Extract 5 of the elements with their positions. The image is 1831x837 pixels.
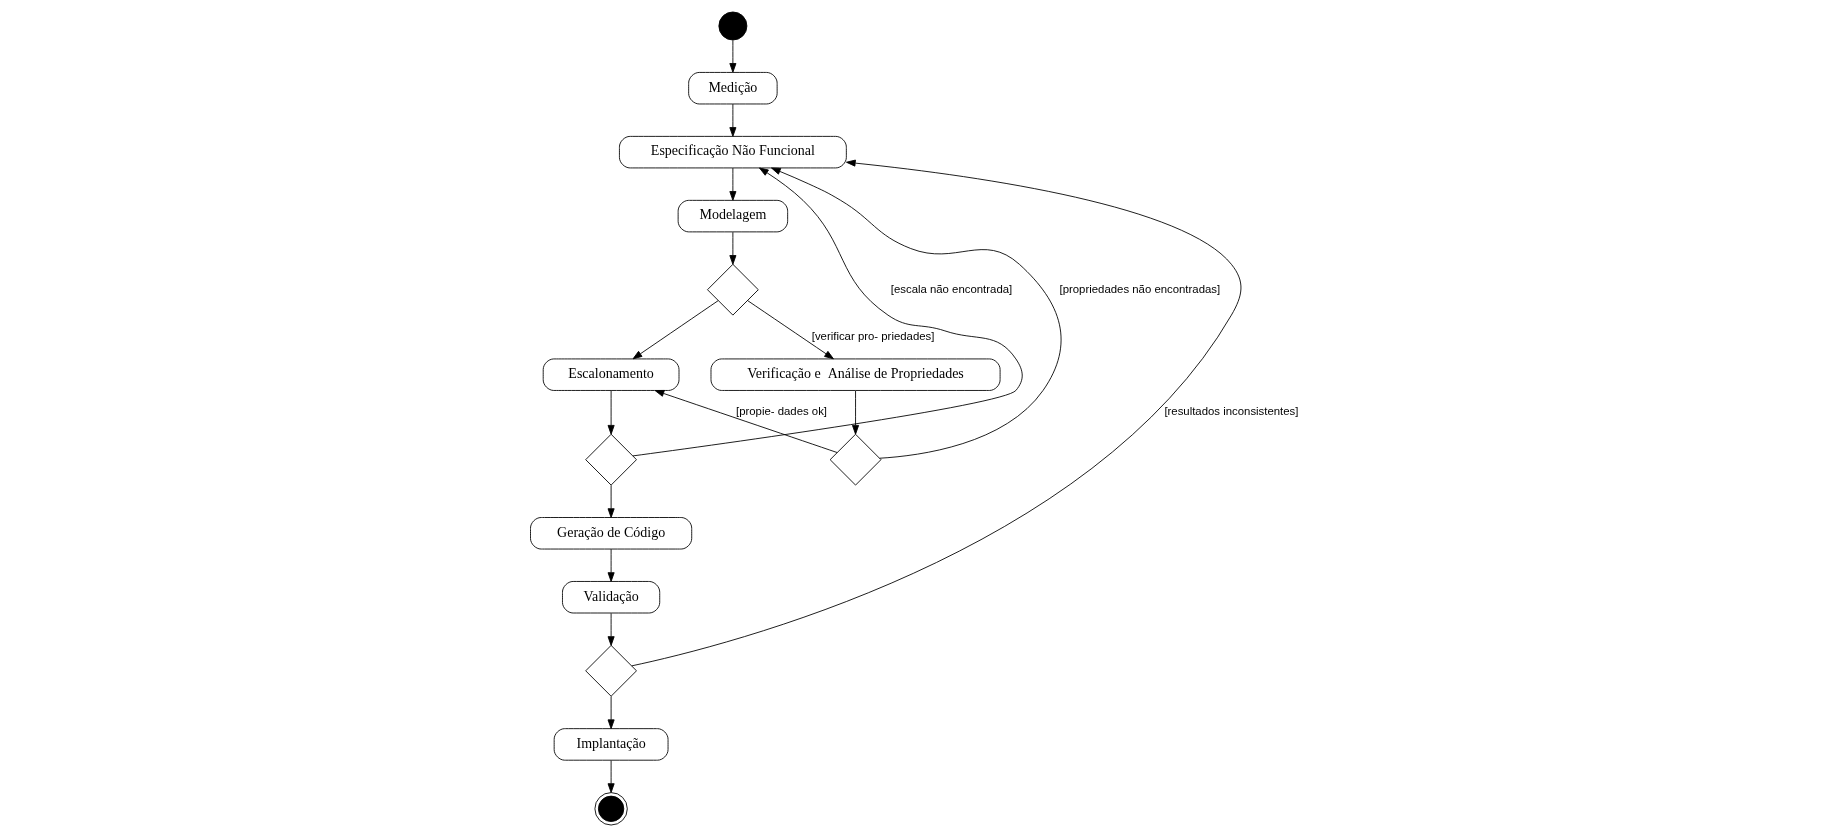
- edge-label: [verificar pro- priedades]: [811, 330, 934, 342]
- edge-label: [propie- dades ok]: [735, 405, 827, 418]
- edge-label: [escala não encontrada]: [890, 282, 1012, 295]
- edge-label: [resultados inconsistentes]: [1163, 405, 1298, 418]
- edge-label: [propriedades não encontradas]: [1059, 282, 1220, 295]
